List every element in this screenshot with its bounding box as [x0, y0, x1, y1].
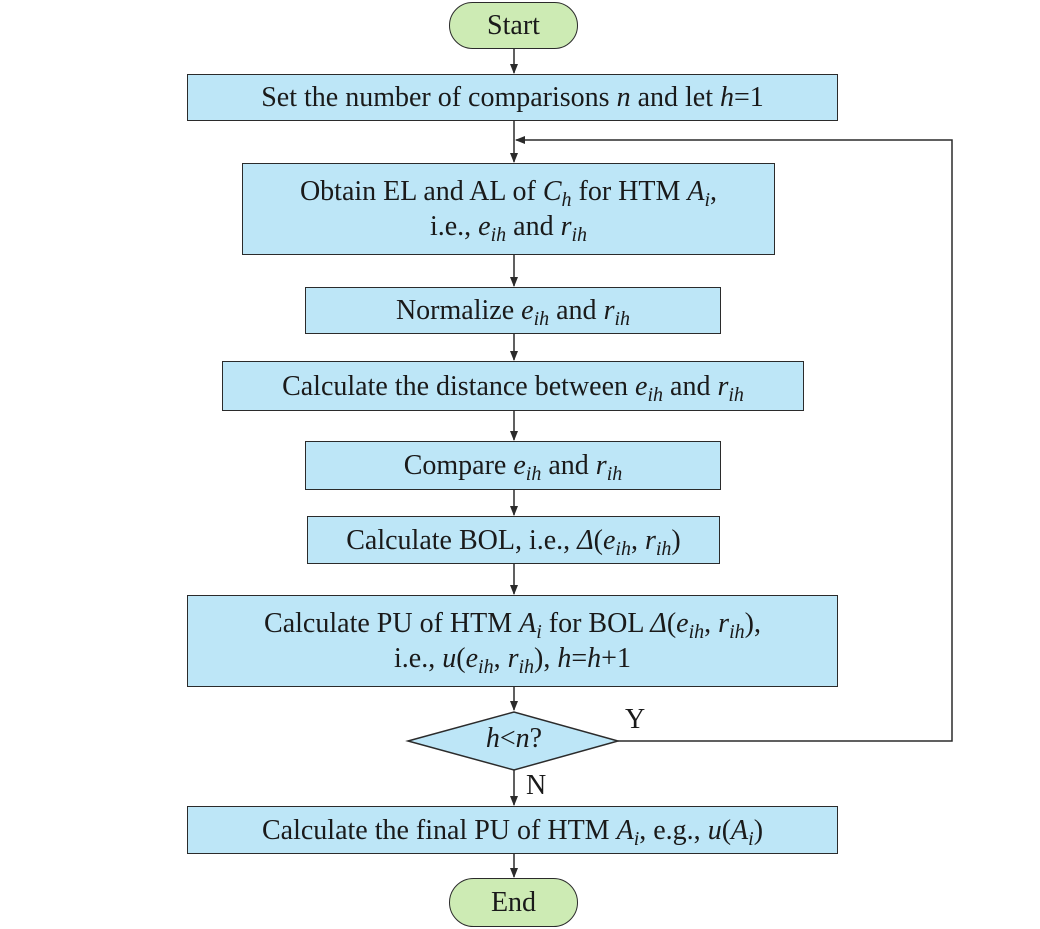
start-terminal: Start [449, 2, 578, 49]
end-terminal: End [449, 878, 578, 927]
step-calculate-distance: Calculate the distance between eih and r… [222, 361, 804, 411]
step-compare: Compare eih and rih [305, 441, 721, 490]
step-calculate-bol: Calculate BOL, i.e., Δ(eih, rih) [307, 516, 720, 564]
step-calculate-final-pu: Calculate the final PU of HTM Ai, e.g., … [187, 806, 838, 854]
no-label: N [526, 770, 547, 801]
start-label: Start [487, 9, 540, 41]
decision-label: h<n? [485, 723, 543, 754]
step-normalize: Normalize eih and rih [305, 287, 721, 334]
step-calculate-pu: Calculate PU of HTM Ai for BOL Δ(eih, ri… [187, 595, 838, 687]
end-label: End [490, 886, 537, 918]
decision-diamond [405, 711, 621, 771]
step-set-comparisons: Set the number of comparisons n and let … [187, 74, 838, 121]
step-obtain-el-al: Obtain EL and AL of Ch for HTM Ai, i.e.,… [242, 163, 775, 255]
loop-back-arrow [515, 136, 953, 742]
yes-label: Y [625, 704, 646, 735]
